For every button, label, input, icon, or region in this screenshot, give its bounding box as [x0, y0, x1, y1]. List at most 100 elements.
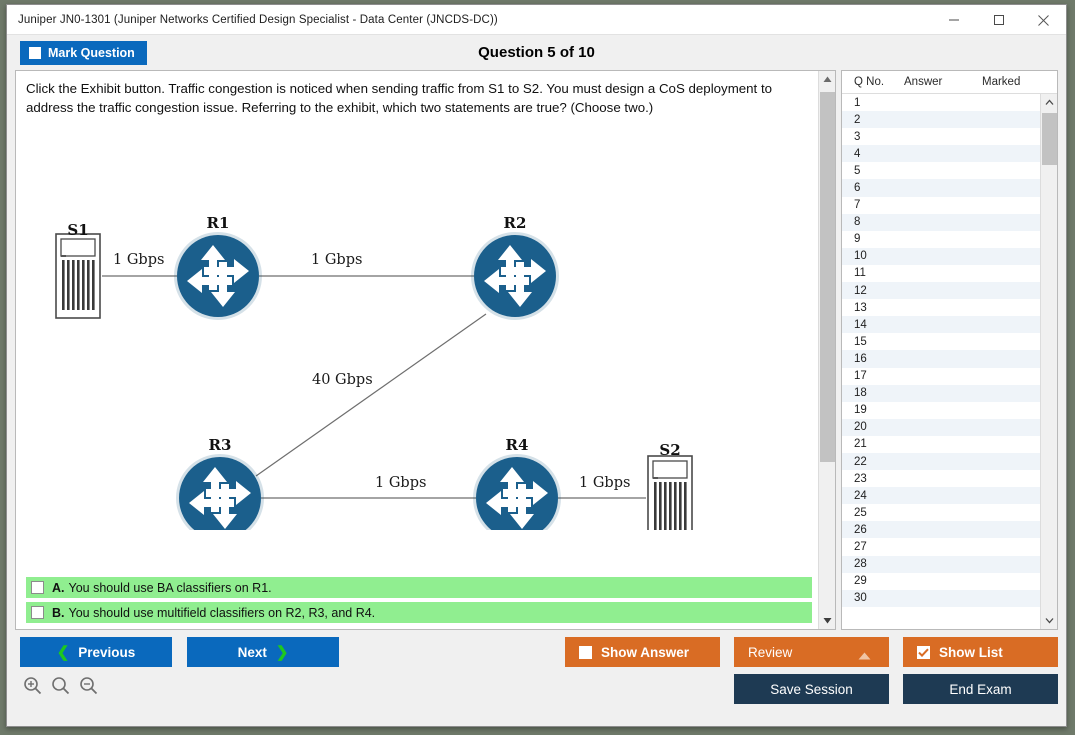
question-list-row[interactable]: 21	[842, 436, 1040, 453]
question-list-row[interactable]: 26	[842, 521, 1040, 539]
answer-option-b[interactable]: B.You should use multifield classifiers …	[26, 602, 812, 623]
node-s1: S1	[55, 221, 101, 319]
question-list-row[interactable]: 28	[842, 555, 1040, 573]
network-topology-exhibit: 1 Gbps 1 Gbps 40 Gbps 1 Gbps 1 Gbps S1	[16, 118, 818, 530]
question-list-row[interactable]: 5	[842, 162, 1040, 179]
question-list-row[interactable]: 29	[842, 573, 1040, 590]
question-list-row[interactable]: 16	[842, 350, 1040, 368]
node-r2: R2	[471, 214, 559, 320]
question-list-row[interactable]: 2	[842, 111, 1040, 129]
minimize-icon[interactable]	[931, 5, 976, 35]
answer-letter: A.	[52, 580, 65, 595]
chevron-right-icon: ❯	[275, 643, 289, 661]
question-number: 10	[854, 250, 867, 263]
question-list-row[interactable]: 25	[842, 504, 1040, 521]
question-header-bar: Mark Question Question 5 of 10	[7, 35, 1066, 70]
question-list-row[interactable]: 22	[842, 452, 1040, 471]
question-number: 4	[854, 147, 861, 160]
question-list-row[interactable]: 15	[842, 333, 1040, 350]
question-number: 24	[854, 489, 867, 502]
question-scroll-area: Click the Exhibit button. Traffic conges…	[16, 71, 818, 629]
question-list-row[interactable]: 12	[842, 282, 1040, 300]
question-list-row[interactable]: 1	[842, 94, 1040, 111]
mark-question-checkbox[interactable]	[29, 46, 41, 59]
question-scrollbar-track[interactable]	[819, 88, 836, 612]
question-scrollbar-thumb[interactable]	[819, 92, 835, 462]
save-session-button[interactable]: Save Session	[734, 674, 889, 704]
previous-button[interactable]: ❮ Previous	[20, 637, 172, 667]
question-number: 6	[854, 182, 861, 195]
answer-text: You should use BA classifiers on R1.	[68, 580, 272, 595]
question-number: 22	[854, 455, 867, 468]
close-icon[interactable]	[1021, 5, 1066, 35]
question-list-row[interactable]: 7	[842, 197, 1040, 214]
question-list-row[interactable]: 17	[842, 368, 1040, 385]
question-list-row[interactable]: 30	[842, 589, 1040, 607]
node-label-r4: R4	[506, 436, 529, 454]
answer-letter: B.	[52, 605, 65, 620]
question-list-row[interactable]: 27	[842, 538, 1040, 555]
end-exam-button[interactable]: End Exam	[903, 674, 1058, 704]
question-list-row[interactable]: 3	[842, 128, 1040, 145]
question-number: 16	[854, 352, 867, 365]
previous-label: Previous	[78, 644, 136, 660]
question-list-row[interactable]: 14	[842, 316, 1040, 334]
review-dropdown[interactable]: Review	[734, 637, 889, 667]
list-scrollbar-thumb[interactable]	[1041, 113, 1057, 165]
zoom-controls	[23, 676, 98, 695]
link-label-r2-r3: 40 Gbps	[312, 372, 373, 388]
question-scrollbar[interactable]	[818, 71, 835, 629]
link-label-r1-r2: 1 Gbps	[311, 252, 362, 268]
question-list-row[interactable]: 6	[842, 179, 1040, 197]
question-list-row[interactable]: 18	[842, 384, 1040, 402]
question-number: 13	[854, 301, 867, 314]
question-list-row[interactable]: 24	[842, 487, 1040, 505]
zoom-in-icon[interactable]	[23, 676, 42, 695]
list-scroll-down-arrow[interactable]	[1041, 612, 1058, 629]
answer-checkbox[interactable]	[31, 606, 44, 619]
node-label-s1: S1	[67, 221, 88, 239]
question-number: 30	[854, 592, 867, 605]
question-list-row[interactable]: 19	[842, 402, 1040, 419]
show-list-checkbox[interactable]	[917, 645, 930, 659]
maximize-icon[interactable]	[976, 5, 1021, 35]
show-answer-button[interactable]: Show Answer	[565, 637, 720, 667]
show-answer-checkbox[interactable]	[579, 645, 592, 659]
question-number: 14	[854, 318, 867, 331]
answer-option-a[interactable]: A.You should use BA classifiers on R1.	[26, 577, 812, 598]
question-list-row[interactable]: 8	[842, 213, 1040, 231]
question-list-row[interactable]: 9	[842, 231, 1040, 248]
exam-simulator-window: Juniper JN0-1301 (Juniper Networks Certi…	[6, 4, 1067, 727]
topology-links	[102, 275, 646, 499]
scroll-down-arrow[interactable]	[819, 612, 836, 629]
question-list-row[interactable]: 20	[842, 418, 1040, 436]
list-scrollbar-track[interactable]	[1041, 111, 1058, 612]
answer-options-list: A.You should use BA classifiers on R1.B.…	[26, 577, 812, 623]
column-header-marked: Marked	[982, 76, 1021, 88]
question-text: Click the Exhibit button. Traffic conges…	[26, 81, 773, 115]
question-list-row[interactable]: 23	[842, 470, 1040, 487]
question-list-row[interactable]: 11	[842, 265, 1040, 282]
next-button[interactable]: Next ❯	[187, 637, 339, 667]
node-s2: S2	[647, 441, 693, 530]
scroll-up-arrow[interactable]	[819, 71, 836, 88]
question-list-header: Q No. Answer Marked	[842, 71, 1057, 94]
question-list-row[interactable]: 4	[842, 145, 1040, 163]
question-list-row[interactable]: 10	[842, 247, 1040, 265]
question-list-scrollbar[interactable]	[1040, 94, 1057, 629]
node-label-r2: R2	[504, 214, 527, 232]
window-title: Juniper JN0-1301 (Juniper Networks Certi…	[18, 13, 498, 26]
question-number: 8	[854, 216, 861, 229]
question-number: 5	[854, 164, 861, 177]
zoom-out-icon[interactable]	[79, 676, 98, 695]
mark-question-button[interactable]: Mark Question	[20, 40, 147, 65]
zoom-reset-icon[interactable]	[51, 676, 70, 695]
question-list-row[interactable]: 13	[842, 299, 1040, 316]
question-number: 15	[854, 335, 867, 348]
node-label-r3: R3	[209, 436, 232, 454]
answer-checkbox[interactable]	[31, 581, 44, 594]
show-list-button[interactable]: Show List	[903, 637, 1058, 667]
question-number: 21	[854, 438, 867, 451]
list-scroll-up-arrow[interactable]	[1041, 94, 1058, 111]
